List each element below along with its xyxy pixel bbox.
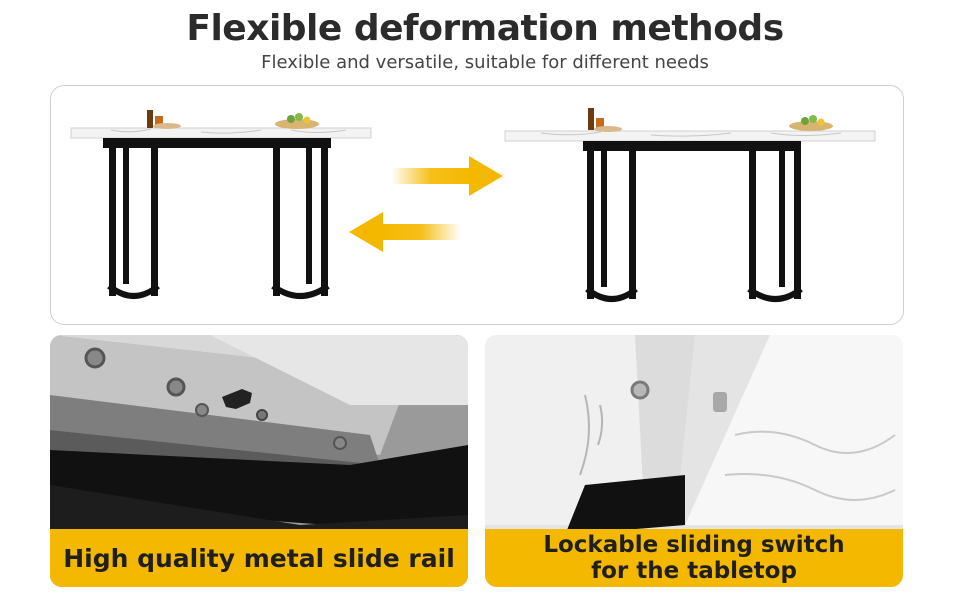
page-title: Flexible deformation methods	[186, 8, 784, 49]
slide-rail-illustration	[50, 335, 468, 587]
slide-rail-photo: High quality metal slide rail	[50, 335, 468, 587]
feature-caption-rail: High quality metal slide rail	[50, 529, 468, 587]
lock-switch-photo: Lockable sliding switch for the tabletop	[485, 335, 903, 587]
arrow-left-icon	[349, 212, 461, 252]
transformation-panel	[50, 85, 904, 325]
feature-caption-lock: Lockable sliding switch for the tabletop	[485, 529, 903, 587]
extended-table	[70, 110, 372, 299]
arrow-right-icon	[391, 156, 503, 196]
compact-table	[504, 108, 876, 302]
transformation-illustration	[70, 108, 876, 302]
page-subtitle: Flexible and versatile, suitable for dif…	[261, 52, 709, 73]
